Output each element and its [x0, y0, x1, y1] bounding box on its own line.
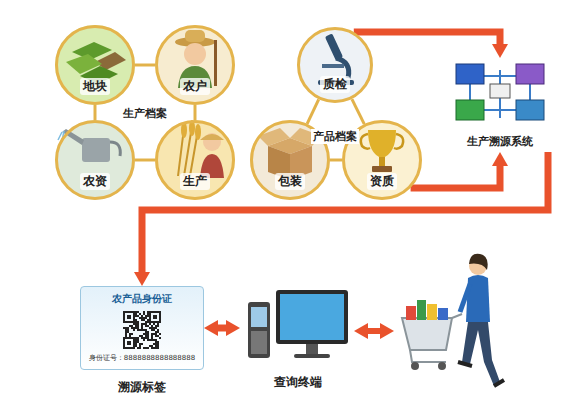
card-caption: 溯源标签	[61, 379, 223, 396]
node-label: 查询终端	[220, 374, 376, 391]
group-label: 生产档案	[121, 106, 169, 121]
node-label: 农资	[80, 173, 110, 190]
tools-ground	[55, 120, 135, 200]
query-terminal: 查询终端	[240, 282, 356, 374]
link-line	[94, 105, 97, 120]
link-line	[330, 159, 342, 162]
node-label: 质检	[320, 76, 350, 93]
qr-code	[123, 311, 161, 349]
flow-arrow	[411, 166, 500, 188]
card-heading: 农产品身份证	[112, 292, 172, 306]
record-circle: 农资	[55, 120, 135, 200]
node-label: 资质	[367, 173, 397, 190]
double-arrow	[354, 323, 394, 339]
phone-picture	[248, 302, 270, 358]
flow-arrow	[218, 325, 226, 332]
record-circle: 生产	[155, 120, 235, 200]
trace-label-card: 农产品身份证身份证号：8888888888888888溯源标签	[80, 286, 204, 370]
record-circle: 地块	[55, 25, 135, 105]
farmer-ground	[155, 25, 235, 105]
link-line	[135, 64, 155, 67]
node-label: 农户	[180, 78, 210, 95]
record-circle: 农户	[155, 25, 235, 105]
watering-can-picture	[58, 129, 120, 162]
field-ground	[55, 25, 135, 105]
shopper-picture	[402, 254, 504, 386]
node-label: 生产	[180, 173, 210, 190]
id-number: 身份证号：8888888888888888	[89, 353, 195, 363]
node-label: 生产溯源系统	[467, 134, 533, 149]
group-label: 产品档案	[311, 129, 359, 144]
trophy-picture	[361, 130, 403, 172]
link-line	[194, 105, 197, 120]
record-circle: 质检	[297, 27, 373, 103]
harvest-ground	[155, 120, 235, 200]
link-line	[135, 159, 155, 162]
lab-ground	[297, 27, 373, 103]
flow-arrow	[142, 152, 548, 272]
system-node: 生产溯源系统	[440, 58, 560, 152]
link-line	[352, 99, 364, 124]
computer-network-picture	[456, 64, 544, 120]
harvest-picture	[178, 120, 224, 178]
flow-arrow	[354, 32, 500, 44]
node-label: 包装	[275, 173, 305, 190]
monitor-picture	[276, 290, 348, 358]
link-line	[307, 99, 319, 124]
node-label: 地块	[80, 78, 110, 95]
